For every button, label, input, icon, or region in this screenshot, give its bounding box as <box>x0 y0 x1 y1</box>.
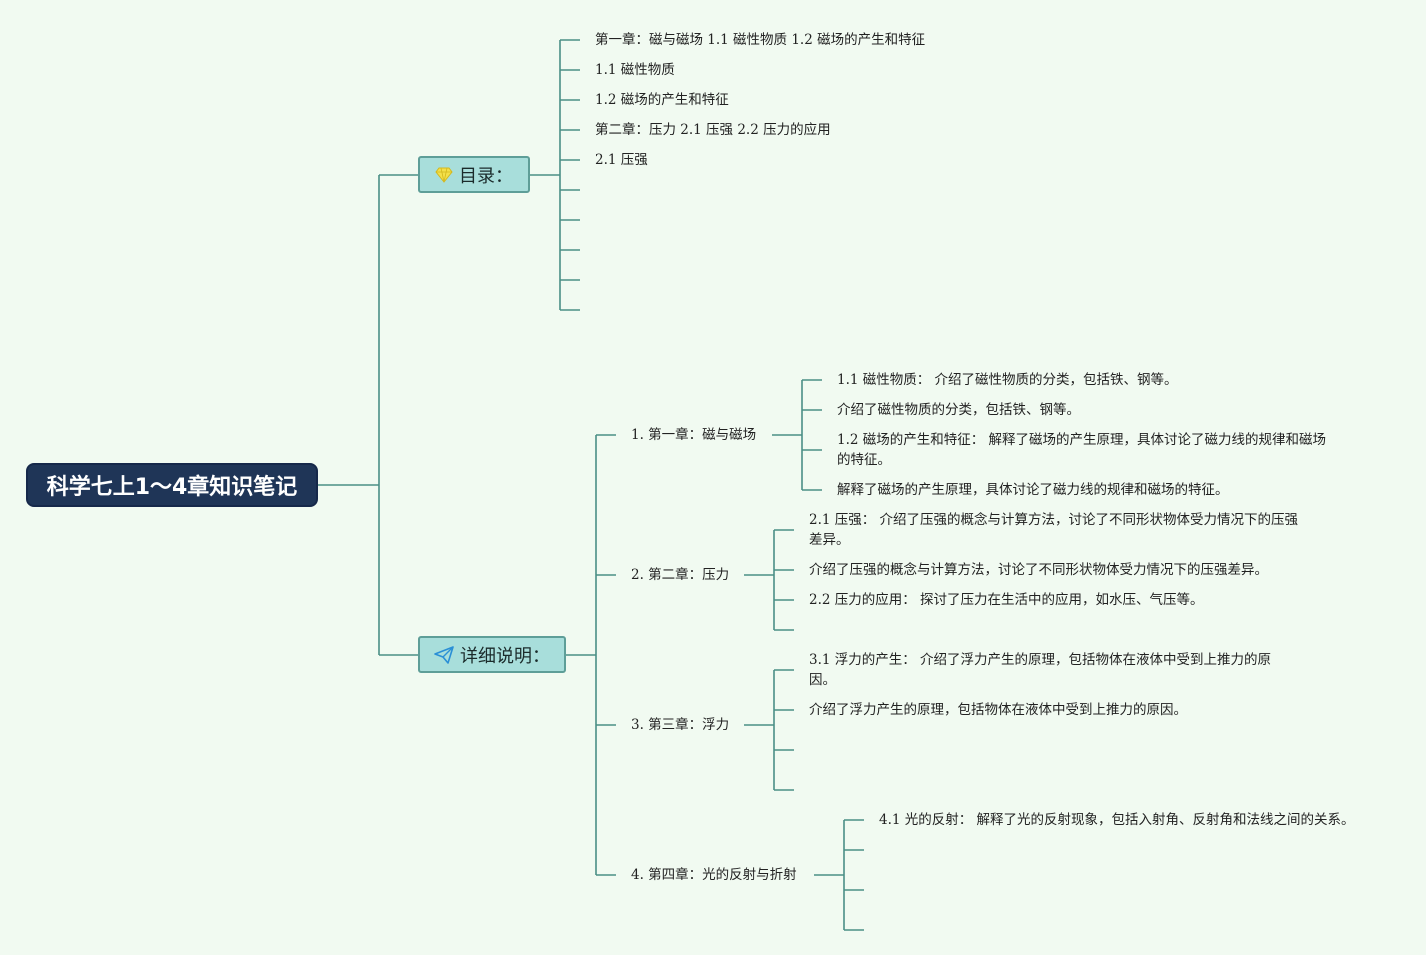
root-topic[interactable]: 科学七上1～4章知识笔记 <box>26 463 318 507</box>
chapter-3-title[interactable]: 3. 第三章：浮力 <box>631 717 730 733</box>
note-item[interactable]: 4.1 光的反射： 解释了光的反射现象，包括入射角、反射角和法线之间的关系。 <box>879 812 1355 828</box>
detail-label: 详细说明： <box>460 645 550 667</box>
toc-item[interactable]: 1.1 磁性物质 <box>595 62 675 78</box>
note-item[interactable]: 介绍了压强的概念与计算方法，讨论了不同形状物体受力情况下的压强差异。 <box>809 562 1268 578</box>
toc-item[interactable]: 第一章：磁与磁场 1.1 磁性物质 1.2 磁场的产生和特征 <box>595 32 926 48</box>
note-item[interactable]: 介绍了浮力产生的原理，包括物体在液体中受到上推力的原因。 <box>809 702 1187 718</box>
toc-label: 目录： <box>459 165 513 187</box>
gem-icon <box>435 167 453 183</box>
note-item[interactable]: 2.1 压强： 介绍了压强的概念与计算方法，讨论了不同形状物体受力情况下的压强差… <box>809 512 1299 548</box>
chapter-1-title[interactable]: 1. 第一章：磁与磁场 <box>631 427 757 443</box>
note-item[interactable]: 1.1 磁性物质： 介绍了磁性物质的分类，包括铁、钢等。 <box>837 372 1178 388</box>
detail-branch[interactable]: 详细说明： <box>418 636 566 673</box>
chapter-2-title[interactable]: 2. 第二章：压力 <box>631 567 730 583</box>
paper-plane-icon <box>434 645 454 664</box>
note-item[interactable]: 2.2 压力的应用： 探讨了压力在生活中的应用，如水压、气压等。 <box>809 592 1204 608</box>
root-title: 科学七上1～4章知识笔记 <box>46 475 298 500</box>
note-item[interactable]: 1.2 磁场的产生和特征： 解释了磁场的产生原理，具体讨论了磁力线的规律和磁场的… <box>837 432 1327 468</box>
toc-branch[interactable]: 目录： <box>418 156 530 193</box>
note-item[interactable]: 介绍了磁性物质的分类，包括铁、钢等。 <box>837 402 1080 418</box>
toc-item[interactable]: 1.2 磁场的产生和特征 <box>595 92 729 108</box>
chapter-4-title[interactable]: 4. 第四章：光的反射与折射 <box>631 867 797 883</box>
toc-item[interactable]: 第二章：压力 2.1 压强 2.2 压力的应用 <box>595 122 831 138</box>
note-item[interactable]: 解释了磁场的产生原理，具体讨论了磁力线的规律和磁场的特征。 <box>837 482 1229 498</box>
note-item[interactable]: 3.1 浮力的产生： 介绍了浮力产生的原理，包括物体在液体中受到上推力的原因。 <box>809 652 1272 688</box>
toc-item[interactable]: 2.1 压强 <box>595 152 648 168</box>
